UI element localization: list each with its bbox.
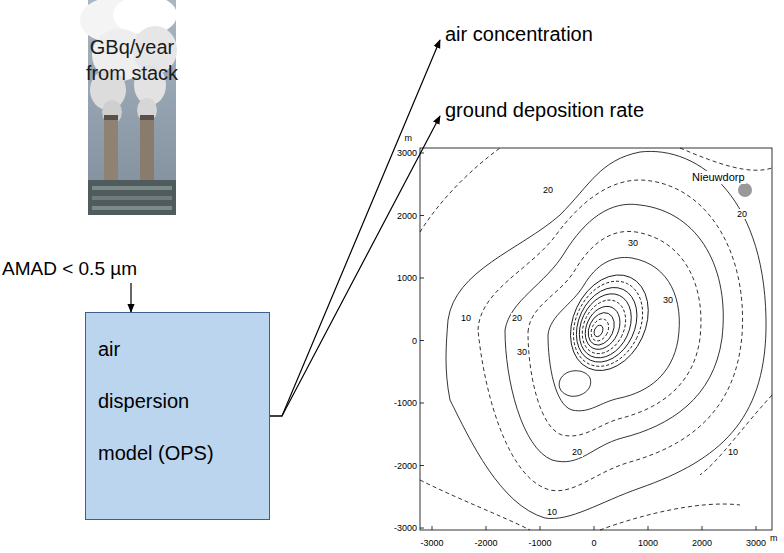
- contour-value: 10: [727, 447, 739, 457]
- axis-label: -3000: [420, 538, 443, 548]
- axis-label: 2000: [397, 211, 417, 221]
- axis-label: 0: [412, 336, 417, 346]
- axis-label: -1000: [394, 398, 417, 408]
- axis-label: m: [405, 133, 413, 143]
- model-box: air dispersion model (OPS): [85, 312, 270, 520]
- connector-arrow: [270, 116, 440, 416]
- connector-arrow: [130, 283, 131, 312]
- stack-photo: [80, 0, 177, 215]
- contour-value: 30: [516, 347, 528, 357]
- axis-label: -1000: [528, 538, 551, 548]
- contour-value: 20: [542, 185, 554, 195]
- contour-value: 20: [736, 209, 748, 219]
- contour-value: 10: [460, 313, 472, 323]
- axis-label: -2000: [394, 461, 417, 471]
- contour-value: 30: [662, 295, 674, 305]
- output-label: ground deposition rate: [445, 98, 644, 122]
- axis-label: 1000: [638, 538, 658, 548]
- input-note: AMAD < 0.5 µm: [2, 258, 137, 280]
- stack-photo-caption: GBq/year from stack: [84, 34, 180, 86]
- contour-value: 10: [546, 507, 558, 517]
- contour-value: 20: [571, 447, 583, 457]
- node-text: AMAD < 0.5 µm: [2, 258, 137, 280]
- node-text: air dispersion model (OPS): [98, 323, 216, 479]
- node-text: ground deposition rate: [445, 98, 644, 122]
- axis-label: 1000: [397, 273, 417, 283]
- axis-label: 3000: [397, 148, 417, 158]
- axis-label: m: [770, 533, 778, 543]
- node-text: air concentration: [445, 22, 593, 46]
- output-label: air concentration: [445, 22, 593, 46]
- contour-value: 20: [511, 313, 523, 323]
- axis-label: 2000: [692, 538, 712, 548]
- contour-map: [420, 148, 772, 530]
- axis-label: -2000: [474, 538, 497, 548]
- axis-label: 3000: [746, 538, 766, 548]
- contour-value: 30: [627, 238, 639, 248]
- axis-label: -3000: [394, 523, 417, 533]
- axis-label: 0: [591, 538, 596, 548]
- node-text: GBq/year from stack: [84, 34, 180, 86]
- connector-arrow: [270, 40, 440, 416]
- place-name: Nieuwdorp: [691, 171, 746, 184]
